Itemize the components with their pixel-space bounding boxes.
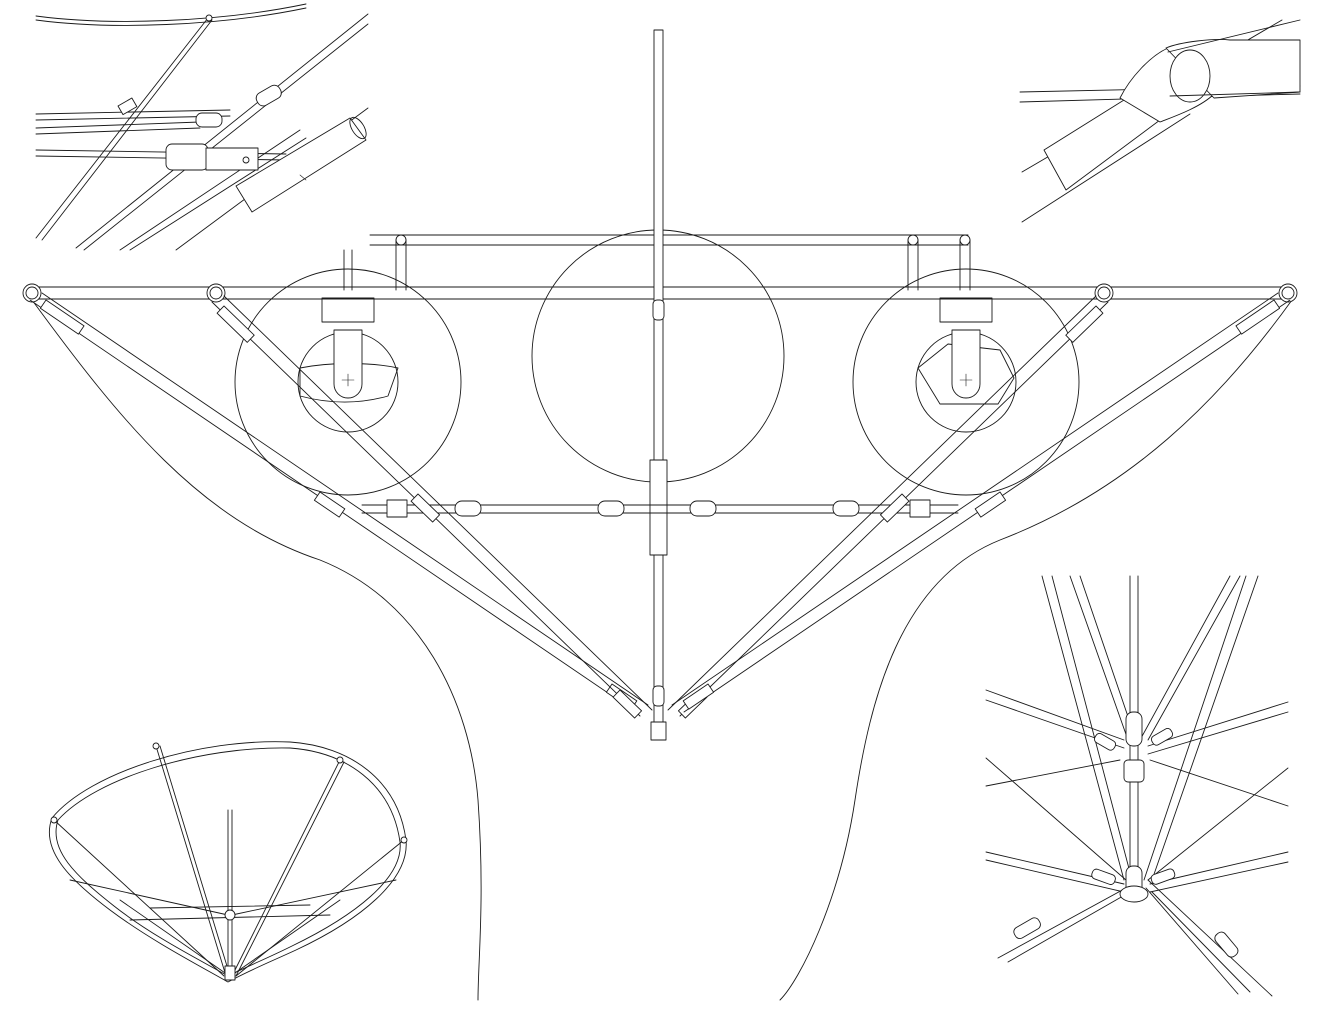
perspective-view-bottom-left bbox=[48, 741, 408, 983]
right-outer-strut bbox=[671, 292, 1291, 713]
central-mast bbox=[649, 29, 668, 741]
detail-view-top-left bbox=[35, 3, 369, 251]
right-wheel bbox=[852, 268, 1080, 496]
horizontal-spreader bbox=[361, 499, 959, 518]
detail-view-top-right bbox=[1019, 19, 1301, 223]
right-inner-strut bbox=[667, 295, 1109, 719]
left-inner-strut bbox=[211, 295, 653, 719]
right-silhouette-curve bbox=[779, 299, 1293, 1001]
left-wheel bbox=[234, 268, 462, 496]
back-frame bbox=[343, 234, 971, 291]
rim-inner bbox=[55, 747, 401, 977]
rim-outer bbox=[48, 741, 407, 983]
main-elevation-view bbox=[22, 29, 1298, 741]
background-silhouette-curves bbox=[31, 299, 1293, 1001]
detail-view-bottom-right bbox=[985, 575, 1289, 997]
rim-arc-inner bbox=[35, 7, 307, 26]
left-silhouette-curve bbox=[31, 299, 482, 1001]
rim-arc bbox=[35, 3, 307, 22]
